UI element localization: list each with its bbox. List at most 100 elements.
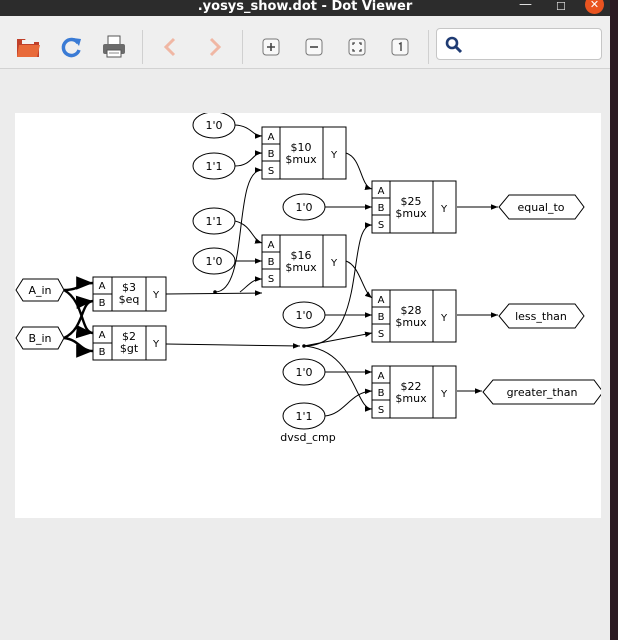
const-node[interactable]: 1'0 (192, 113, 236, 139)
bus-edge (63, 336, 94, 358)
zoom-100-icon (391, 38, 409, 56)
cell-type: $mux (395, 316, 427, 329)
port-label: greater_than (507, 386, 578, 399)
bus-edge (63, 276, 94, 292)
const-node[interactable]: 1'0 (282, 193, 326, 221)
back-button[interactable] (158, 34, 184, 60)
cell-id: $2 (122, 330, 136, 343)
edge (324, 388, 373, 417)
open-button[interactable] (16, 34, 42, 60)
search-input[interactable] (467, 34, 595, 54)
port-a-label: A (99, 330, 106, 341)
cell-type: $mux (395, 207, 427, 220)
const-node[interactable]: 1'1 (192, 152, 236, 180)
zoom-fit-icon (348, 38, 366, 56)
const-node[interactable]: 1'0 (282, 358, 326, 386)
port-b-label: B (378, 388, 385, 399)
graph-title: dvsd_cmp (280, 431, 335, 444)
cell-mux-16[interactable]: A B S $16 $mux Y (261, 234, 347, 288)
port-b-label: B (378, 203, 385, 214)
port-a-label: A (268, 240, 275, 251)
graph-canvas[interactable]: 1'0 1'1 1'1 1'0 1'0 1'0 1'0 1'1 (15, 113, 601, 518)
edge (214, 167, 263, 293)
junction-dot (302, 344, 306, 348)
edge (345, 260, 373, 299)
back-icon (163, 37, 176, 57)
const-label: 1'1 (205, 215, 222, 228)
port-b-label: B (99, 347, 106, 358)
maximize-button[interactable]: ☐ (556, 0, 566, 13)
port-s-label: S (378, 405, 384, 416)
junction-dot (213, 290, 217, 294)
window-title: .yosys_show.dot - Dot Viewer (197, 0, 413, 14)
cell-type: $eq (119, 293, 140, 306)
search-icon (445, 36, 463, 54)
edge (165, 343, 301, 349)
input-port-a-in[interactable]: A_in (15, 278, 65, 302)
desktop-background (610, 0, 618, 640)
output-port-less-than[interactable]: less_than (498, 303, 585, 329)
port-s-label: S (268, 166, 274, 177)
port-b-label: B (99, 298, 106, 309)
const-label: 1'0 (295, 366, 312, 379)
edge (234, 124, 263, 139)
const-label: 1'1 (205, 160, 222, 173)
const-node[interactable]: 1'1 (282, 402, 326, 430)
zoom-fit-button[interactable] (344, 34, 370, 60)
port-b-label: B (378, 312, 385, 323)
zoom-in-icon (262, 38, 280, 56)
toolbar-separator (142, 30, 143, 64)
cell-id: $16 (291, 249, 312, 262)
port-y-label: Y (152, 339, 160, 350)
title-bar[interactable]: .yosys_show.dot - Dot Viewer — ☐ ✕ (0, 0, 610, 16)
cell-type: $mux (285, 153, 317, 166)
const-node[interactable]: 1'1 (192, 207, 236, 235)
const-label: 1'1 (295, 410, 312, 423)
edge (303, 345, 373, 412)
minimize-button[interactable]: — (519, 0, 532, 12)
zoom-100-button[interactable] (387, 34, 413, 60)
cell-id: $25 (401, 195, 422, 208)
port-a-label: A (99, 281, 106, 292)
toolbar-separator (242, 30, 243, 64)
port-b-label: B (268, 257, 275, 268)
port-s-label: S (378, 329, 384, 340)
print-icon (103, 35, 125, 58)
cell-mux-28[interactable]: A B S $28 $mux Y (371, 289, 457, 343)
cell-mux-22[interactable]: A B S $22 $mux Y (371, 365, 457, 419)
cell-mux-10[interactable]: A B S $10 $mux Y (261, 126, 347, 180)
bus-edge (63, 295, 94, 340)
print-button[interactable] (101, 34, 127, 60)
zoom-out-button[interactable] (301, 34, 327, 60)
port-label: A_in (28, 284, 51, 297)
toolbar (0, 16, 610, 69)
output-port-equal-to[interactable]: equal_to (498, 194, 585, 220)
refresh-button[interactable] (58, 34, 84, 60)
port-y-label: Y (330, 150, 338, 161)
port-a-label: A (378, 295, 385, 306)
port-y-label: Y (152, 290, 160, 301)
cell-gt-2[interactable]: A B $2 $gt Y (92, 325, 167, 361)
cell-id: $3 (122, 281, 136, 294)
edge (234, 220, 263, 244)
output-port-greater-than[interactable]: greater_than (482, 379, 601, 405)
port-y-label: Y (440, 313, 448, 324)
cell-mux-25[interactable]: A B S $25 $mux Y (371, 180, 457, 234)
search-box[interactable] (436, 28, 602, 60)
close-button[interactable]: ✕ (585, 0, 604, 14)
forward-button[interactable] (201, 34, 227, 60)
port-a-label: A (268, 132, 275, 143)
graph-edges (63, 124, 498, 417)
input-port-b-in[interactable]: B_in (15, 326, 65, 350)
edge (303, 222, 373, 347)
const-label: 1'0 (295, 201, 312, 214)
cell-eq-3[interactable]: A B $3 $eq Y (92, 276, 167, 312)
cell-type: $gt (120, 342, 139, 355)
zoom-in-button[interactable] (258, 34, 284, 60)
port-y-label: Y (440, 389, 448, 400)
const-node[interactable]: 1'0 (282, 301, 326, 329)
port-a-label: A (378, 371, 385, 382)
port-label: B_in (28, 332, 51, 345)
const-node[interactable]: 1'0 (192, 247, 236, 275)
edge (239, 276, 263, 293)
